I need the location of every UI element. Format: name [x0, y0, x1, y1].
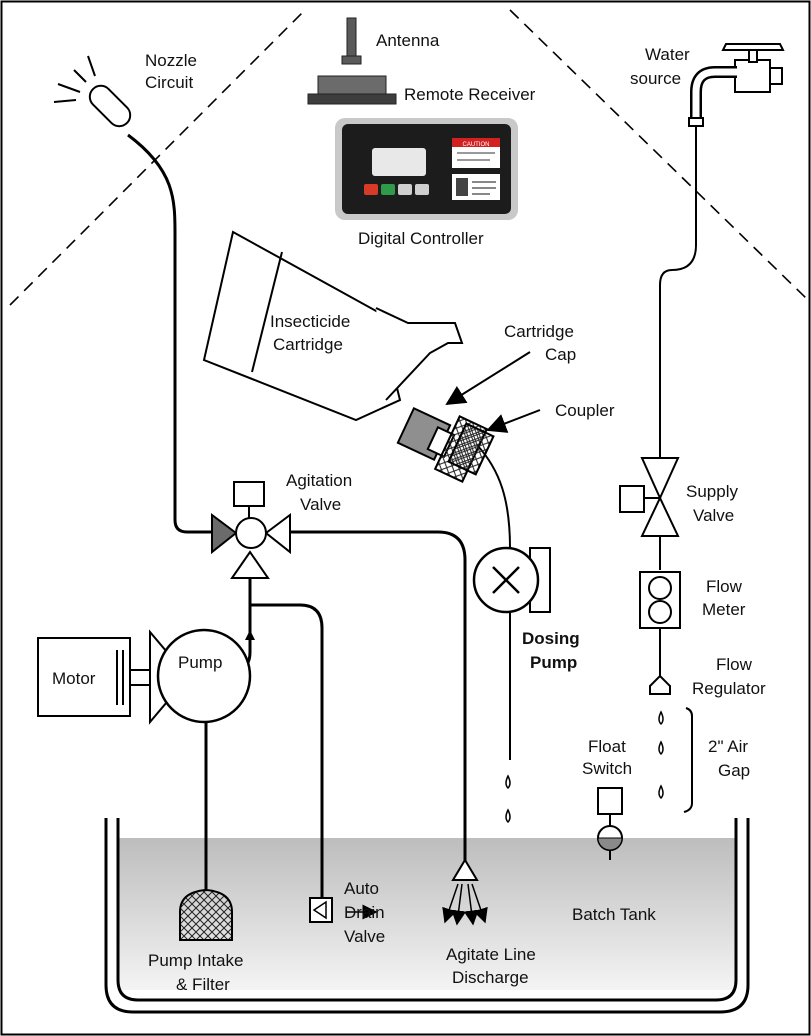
cartridge-label-2: Cartridge [273, 335, 343, 354]
auto-drain-label-1: Auto [344, 879, 379, 898]
auto-drain-label-2: Drain [344, 903, 385, 922]
agitation-valve-label-1: Agitation [286, 471, 352, 490]
controller-down-button [398, 184, 412, 195]
water-supply-pipe [659, 126, 697, 458]
remote-receiver-label: Remote Receiver [404, 85, 536, 104]
cap-label-1: Cartridge [504, 322, 574, 341]
pump-icon [149, 628, 252, 725]
agitation-valve-icon [211, 481, 291, 579]
boundary-dashed-left [9, 9, 306, 306]
dosing-pump-icon [472, 546, 551, 614]
digital-controller: CAUTION [335, 118, 518, 220]
remote-receiver-icon [307, 75, 397, 105]
nozzle-icon [53, 55, 132, 128]
coupler-label: Coupler [555, 401, 615, 420]
water-source-label-1: Water [645, 45, 690, 64]
air-gap-bracket [683, 707, 693, 813]
flow-meter-label-1: Flow [706, 577, 743, 596]
float-switch-label-2: Switch [582, 759, 632, 778]
motor-label: Motor [52, 669, 96, 688]
regulator-drops [658, 710, 664, 800]
water-faucet-icon [688, 43, 785, 127]
air-gap-label-1: 2" Air [708, 737, 748, 756]
cap-pointer-arrow [445, 351, 531, 406]
auto-drain-valve-icon [309, 897, 378, 923]
water-source-label-2: source [630, 69, 681, 88]
antenna-label: Antenna [376, 31, 440, 50]
dosing-pump-label-1: Dosing [522, 629, 580, 648]
insecticide-cartridge [202, 230, 464, 422]
pump-intake-label-1: Pump Intake [148, 951, 243, 970]
controller-up-button [415, 184, 429, 195]
auto-drain-pipe [248, 578, 324, 898]
nozzle-circuit-label-1: Nozzle [145, 51, 197, 70]
cap-label-2: Cap [545, 345, 576, 364]
caution-text: CAUTION [463, 142, 490, 148]
agitate-line-pipe [290, 530, 467, 862]
nozzle-circuit-label-2: Circuit [145, 73, 193, 92]
supply-valve-label-2: Valve [693, 506, 734, 525]
pump-intake-label-2: & Filter [176, 975, 230, 994]
agitation-valve-label-2: Valve [300, 495, 341, 514]
dosing-drops [505, 774, 511, 824]
nozzle-feed-pipe [127, 133, 212, 534]
dosing-pump-label-2: Pump [530, 653, 577, 672]
flow-meter-icon [639, 571, 681, 629]
motor-icon [37, 637, 150, 717]
air-gap-label-2: Gap [718, 761, 750, 780]
flow-regulator-label-1: Flow [716, 655, 753, 674]
flow-regulator-label-2: Regulator [692, 679, 766, 698]
float-switch-icon [597, 787, 623, 860]
supply-valve-icon [619, 457, 680, 537]
pump-intake-filter-icon [179, 888, 233, 941]
antenna-icon [341, 17, 362, 65]
controller-green-button [381, 184, 395, 195]
controller-red-button [364, 184, 378, 195]
flow-meter-label-2: Meter [702, 600, 746, 619]
controller-display [372, 148, 426, 176]
flow-regulator-icon [649, 674, 671, 695]
coupler [433, 415, 495, 483]
boundary-dashed-right [509, 9, 809, 301]
supply-valve-label-1: Supply [686, 482, 738, 501]
flow-arrow-up [245, 630, 255, 640]
cartridge-label-1: Insecticide [270, 312, 350, 331]
coupler-pointer-arrow [486, 409, 541, 433]
batch-tank-label: Batch Tank [572, 905, 656, 924]
agitate-discharge-label-1: Agitate Line [446, 945, 536, 964]
digital-controller-label: Digital Controller [358, 229, 484, 248]
agitate-discharge-label-2: Discharge [452, 968, 529, 987]
pump-label: Pump [178, 653, 222, 672]
auto-drain-label-3: Valve [344, 927, 385, 946]
agitate-discharge-icon [442, 858, 488, 926]
cartridge-cap [396, 406, 456, 462]
float-switch-label-1: Float [588, 737, 626, 756]
